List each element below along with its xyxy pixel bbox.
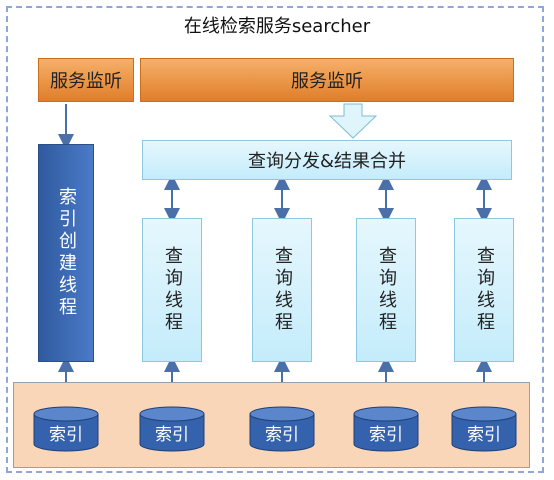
listen-box-left: 服务监听 — [38, 58, 134, 102]
diagram-title: 在线检索服务searcher — [183, 16, 371, 37]
listen-box-right: 服务监听 — [140, 58, 514, 102]
query-thread-4: 查询线程 — [454, 218, 514, 362]
index-db-label: 索引 — [467, 425, 501, 445]
index-db-label: 索引 — [369, 425, 403, 445]
index-db-label: 索引 — [155, 425, 189, 445]
query-thread-1: 查询线程 — [142, 218, 202, 362]
block-arrow — [328, 103, 378, 139]
index-db-4: 索引 — [353, 406, 419, 452]
index-build-thread: 索引创建线程 — [38, 144, 94, 362]
query-thread-2: 查询线程 — [252, 218, 312, 362]
index-storage-band — [13, 382, 530, 468]
query-thread-3: 查询线程 — [356, 218, 416, 362]
index-db-2: 索引 — [139, 406, 205, 452]
index-db-1: 索引 — [33, 406, 99, 452]
index-db-5: 索引 — [451, 406, 517, 452]
index-db-label: 索引 — [49, 425, 83, 445]
dispatch-merge-box: 查询分发&结果合并 — [142, 140, 512, 180]
index-db-label: 索引 — [265, 425, 299, 445]
index-db-3: 索引 — [249, 406, 315, 452]
searcher-frame — [6, 6, 544, 473]
